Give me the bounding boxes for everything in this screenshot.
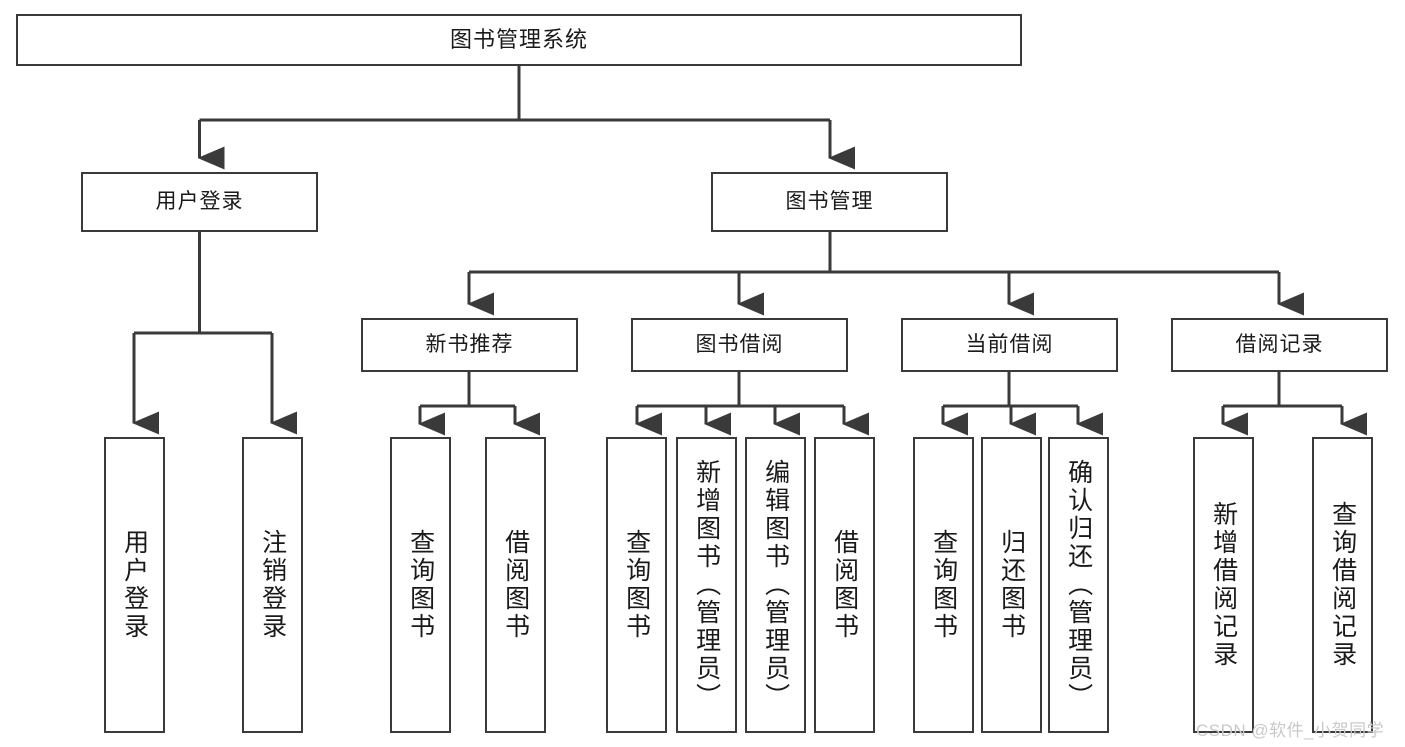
node-label: 查询图书: [929, 529, 958, 641]
node-label: 借阅图书: [501, 529, 530, 641]
leaf-record-query-borrow-record[interactable]: 查询借阅记录: [1312, 437, 1373, 733]
node-label: 新增图书（管理员）: [692, 459, 721, 711]
leaf-recommend-borrow-book[interactable]: 借阅图书: [485, 437, 546, 733]
leaf-current-confirm-return-admin[interactable]: 确认归还（管理员）: [1048, 437, 1109, 733]
leaf-current-query-book[interactable]: 查询图书: [913, 437, 974, 733]
node-user-login[interactable]: 用户登录: [81, 172, 318, 232]
node-label: 用户登录: [155, 189, 244, 213]
node-borrow-record[interactable]: 借阅记录: [1171, 318, 1388, 372]
node-root-system[interactable]: 图书管理系统: [16, 14, 1022, 66]
node-book-management[interactable]: 图书管理: [711, 172, 948, 232]
leaf-borrow-query-book[interactable]: 查询图书: [606, 437, 667, 733]
node-label: 图书借阅: [695, 332, 784, 356]
node-label: 确认归还（管理员）: [1064, 459, 1093, 711]
node-label: 查询借阅记录: [1328, 501, 1357, 669]
node-book-borrow[interactable]: 图书借阅: [631, 318, 848, 372]
node-label: 新书推荐: [425, 332, 514, 356]
node-label: 借阅记录: [1235, 332, 1324, 356]
node-label: 注销登录: [258, 529, 287, 641]
node-label: 编辑图书（管理员）: [761, 459, 790, 711]
node-label: 图书管理系统: [449, 27, 588, 53]
leaf-borrow-add-book-admin[interactable]: 新增图书（管理员）: [676, 437, 737, 733]
node-label: 当前借阅: [965, 332, 1054, 356]
node-new-book-recommend[interactable]: 新书推荐: [361, 318, 578, 372]
leaf-record-add-borrow-record[interactable]: 新增借阅记录: [1193, 437, 1254, 733]
csdn-watermark: CSDN @软件_小贺同学: [1196, 721, 1385, 740]
leaf-recommend-query-book[interactable]: 查询图书: [390, 437, 451, 733]
node-label: 用户登录: [120, 529, 149, 641]
leaf-borrow-edit-book-admin[interactable]: 编辑图书（管理员）: [745, 437, 806, 733]
node-label: 借阅图书: [830, 529, 859, 641]
leaf-user-login[interactable]: 用户登录: [104, 437, 165, 733]
leaf-borrow-borrow-book[interactable]: 借阅图书: [814, 437, 875, 733]
node-label: 查询图书: [406, 529, 435, 641]
node-label: 归还图书: [997, 529, 1026, 641]
node-label: 图书管理: [785, 189, 874, 213]
node-label: 新增借阅记录: [1209, 501, 1238, 669]
leaf-logout[interactable]: 注销登录: [242, 437, 303, 733]
node-label: 查询图书: [622, 529, 651, 641]
leaf-current-return-book[interactable]: 归还图书: [981, 437, 1042, 733]
node-current-borrow[interactable]: 当前借阅: [901, 318, 1118, 372]
